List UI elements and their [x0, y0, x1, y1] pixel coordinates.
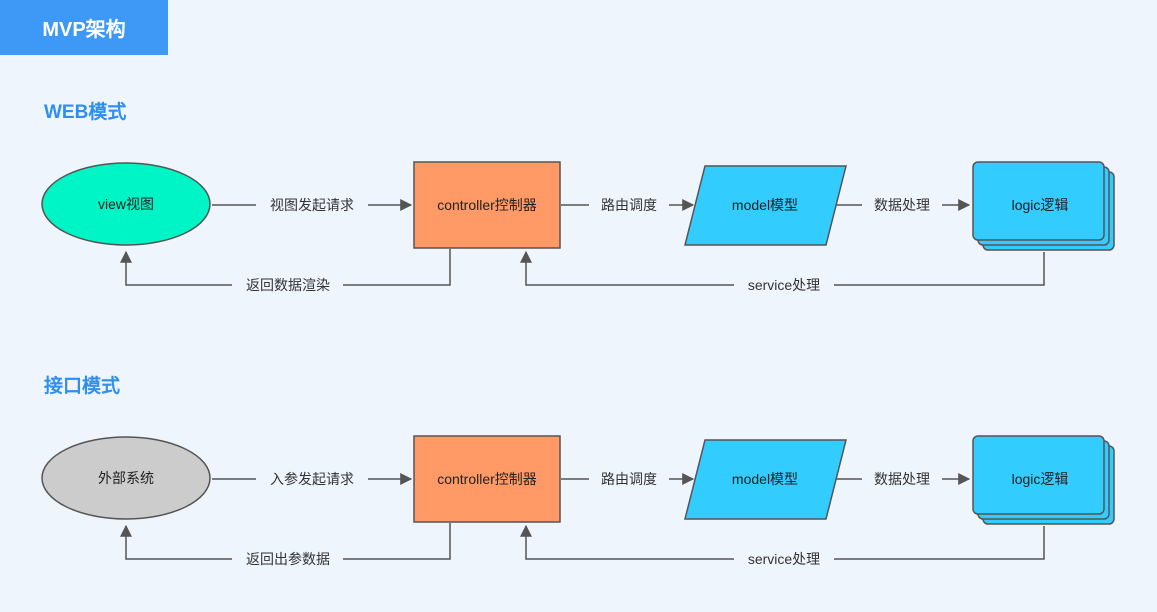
web-controller-shape — [413, 161, 561, 249]
web-edge-data-label: 数据处理 — [874, 197, 930, 213]
web-edge-service: service处理 — [520, 250, 1045, 293]
web-mode-title: WEB模式 — [44, 102, 127, 123]
web-view-node: view视图 — [41, 162, 211, 246]
api-edge-return-line-b — [120, 524, 232, 560]
api-edge-request: 入参发起请求 — [212, 471, 413, 487]
web-edge-service-label: service处理 — [748, 277, 820, 293]
api-edge-service-label: service处理 — [748, 551, 820, 567]
web-edge-render-line-b — [120, 250, 232, 286]
api-flow: 外部系统 controller控制器 model模型 logic逻辑 入参发起请… — [41, 435, 1115, 567]
api-model-shape — [684, 439, 847, 520]
api-edge-route: 路由调度 — [561, 471, 695, 487]
web-edge-route-label: 路由调度 — [601, 197, 657, 213]
web-edge-data: 数据处理 — [836, 197, 971, 213]
api-external-shape — [41, 436, 211, 520]
api-external-node: 外部系统 — [41, 436, 211, 520]
api-edge-service-line-a — [834, 526, 1045, 560]
web-edge-route: 路由调度 — [561, 197, 695, 213]
web-controller-label: controller控制器 — [437, 197, 537, 213]
api-mode-title: 接口模式 — [44, 376, 121, 397]
web-logic-card-1 — [972, 161, 1105, 241]
web-model-node: model模型 — [684, 165, 847, 246]
api-controller-label: controller控制器 — [437, 471, 537, 487]
web-edge-request: 视图发起请求 — [212, 197, 413, 213]
web-edge-render: 返回数据渲染 — [120, 249, 451, 293]
page-title: MVP架构 — [0, 0, 168, 55]
web-controller-node: controller控制器 — [413, 161, 561, 249]
api-external-label: 外部系统 — [98, 470, 154, 486]
web-view-label: view视图 — [98, 196, 154, 212]
web-model-label: model模型 — [732, 197, 798, 213]
api-edge-data-label: 数据处理 — [874, 471, 930, 487]
api-edge-route-label: 路由调度 — [601, 471, 657, 487]
web-edge-render-label: 返回数据渲染 — [246, 277, 330, 293]
api-controller-node: controller控制器 — [413, 435, 561, 523]
web-flow: view视图 controller控制器 model模型 logic逻辑 视图发… — [41, 161, 1115, 293]
web-edge-service-line-a — [834, 252, 1045, 286]
api-edge-service-line-b — [520, 524, 734, 560]
web-edge-request-label: 视图发起请求 — [270, 197, 354, 213]
web-edge-service-line-b — [520, 250, 734, 286]
api-logic-card-1 — [972, 435, 1105, 515]
api-edge-service: service处理 — [520, 524, 1045, 567]
web-model-shape — [684, 165, 847, 246]
api-edge-return-line-a — [343, 523, 451, 560]
web-edge-render-line-a — [343, 249, 451, 286]
api-controller-shape — [413, 435, 561, 523]
api-model-node: model模型 — [684, 439, 847, 520]
api-model-label: model模型 — [732, 471, 798, 487]
web-logic-node: logic逻辑 — [972, 161, 1115, 251]
web-logic-label: logic逻辑 — [1012, 197, 1069, 213]
api-edge-request-label: 入参发起请求 — [270, 471, 354, 487]
api-edge-data: 数据处理 — [836, 471, 971, 487]
api-logic-node: logic逻辑 — [972, 435, 1115, 525]
api-edge-return-label: 返回出参数据 — [246, 551, 330, 567]
web-view-shape — [41, 162, 211, 246]
api-logic-label: logic逻辑 — [1012, 471, 1069, 487]
api-edge-return: 返回出参数据 — [120, 523, 451, 567]
